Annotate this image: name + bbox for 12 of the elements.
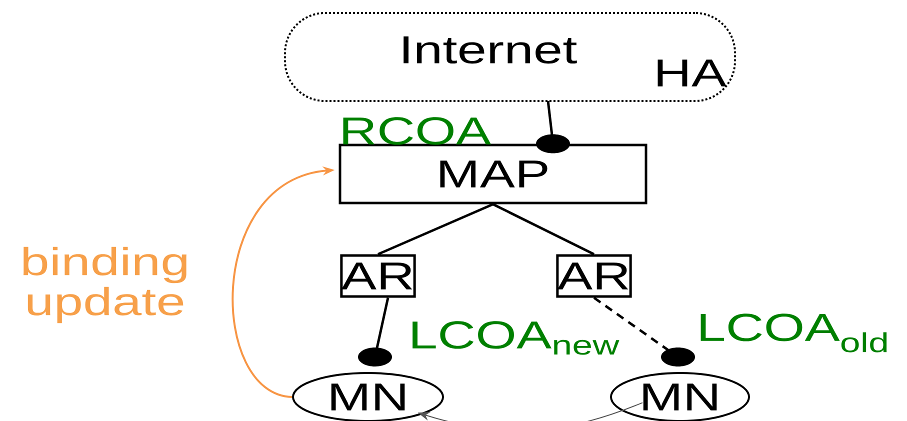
connector-line xyxy=(492,203,595,256)
address-label: LCOA$_{old}$ xyxy=(700,314,887,352)
connector-line xyxy=(358,297,392,366)
edge-label: binding update xyxy=(24,246,186,324)
router-box: AR xyxy=(340,254,416,298)
address-label: LCOA$_{new}$ xyxy=(412,321,620,355)
router-box: AR xyxy=(556,254,632,298)
address-label: RCOA xyxy=(343,117,491,145)
connector-line xyxy=(378,203,494,256)
process-box: MAP xyxy=(338,144,648,204)
connector-line xyxy=(536,100,570,154)
connector-line xyxy=(593,296,695,366)
